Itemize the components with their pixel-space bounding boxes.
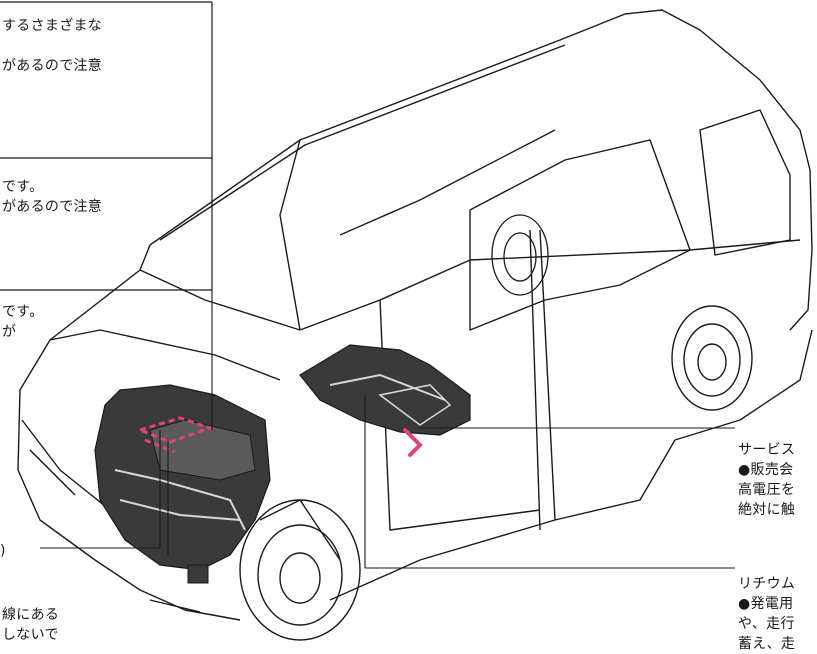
front-wheel — [239, 499, 361, 641]
battery-pack — [299, 344, 471, 436]
service-plug-label: サービス ●販売会 高電圧を 絶対に触 — [738, 442, 796, 518]
engine-bay — [94, 384, 271, 584]
callout-text-1: するさまざまな があるので注意 — [2, 18, 103, 74]
callout-text-2: です。 があるので注意 — [2, 179, 103, 215]
rear-wheel — [671, 305, 753, 411]
callout-text-5: 線にある しないで — [2, 607, 60, 643]
spare-wheel — [491, 214, 549, 296]
callout-text-3: です。 が — [2, 304, 44, 340]
callout-text-4: ) — [0, 543, 6, 559]
leader-lines — [40, 290, 735, 569]
callout-frame — [0, 1, 213, 291]
highlight-region — [135, 416, 215, 454]
lithium-battery-label: リチウム ●発電用 や、走行 蓄え、走 — [738, 576, 796, 652]
service-plug-highlight — [403, 428, 423, 457]
